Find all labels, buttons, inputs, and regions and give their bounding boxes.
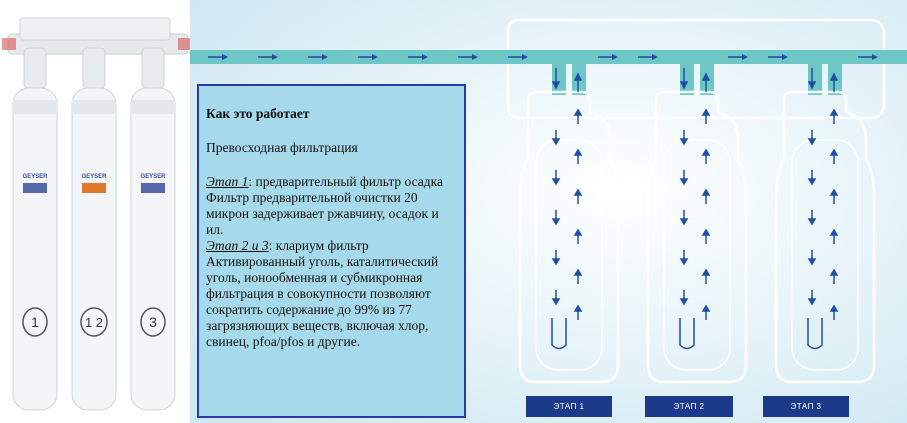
cartridge-2: GEYSER 1 2 [71, 47, 117, 411]
stage23-block: Этап 2 и 3: клариум фильтр [206, 238, 458, 254]
flow-pipe [190, 50, 907, 95]
filter-housing-3 [774, 90, 876, 384]
stage-label-2: ЭТАП 2 [645, 396, 733, 417]
cartridge-3: GEYSER 3 [130, 47, 176, 411]
stage1-text: Фильтр предварительной очистки 20 микрон… [206, 190, 439, 237]
cartridge-1-number: 1 [31, 314, 39, 330]
filter-housing-2 [646, 90, 748, 384]
flow-arrows [208, 54, 878, 60]
stage23-heading: : клариум фильтр [268, 238, 369, 253]
cartridge-1-brand: GEYSER [22, 174, 48, 180]
info-title: Как это работает [206, 106, 310, 121]
cartridge-3-brand: GEYSER [140, 174, 166, 180]
filter-housing-1 [518, 90, 620, 384]
cartridge-3-number: 3 [149, 314, 157, 330]
stage23-text: Активированный уголь, каталитический уго… [206, 254, 439, 349]
cartridge-2-label [82, 183, 106, 193]
stage23-label: Этап 2 и 3 [206, 238, 269, 253]
vertical-flow-arrows [551, 68, 839, 320]
cartridge-1-label [23, 183, 47, 193]
cartridge-2-number: 1 2 [85, 315, 103, 330]
cartridge-1: GEYSER 1 [12, 47, 58, 411]
info-subtitle: Превосходная фильтрация [206, 140, 358, 155]
stage1-heading: : предварительный фильтр осадка [248, 174, 444, 189]
stage1-block: Этап 1: предварительный фильтр осадка [206, 174, 458, 190]
cartridge-3-label [141, 183, 165, 193]
stage-label-1: ЭТАП 1 [526, 396, 612, 417]
stage1-label: Этап 1 [206, 174, 249, 189]
cartridge-2-brand: GEYSER [81, 174, 107, 180]
stage-label-3: ЭТАП 3 [763, 396, 849, 417]
info-box: Как это работает Превосходная фильтрация… [197, 84, 466, 418]
filter-product-photo: GEYSER 1 GEYSER 1 2 GEYSER 3 [0, 0, 190, 423]
manifold-outline [506, 18, 886, 120]
